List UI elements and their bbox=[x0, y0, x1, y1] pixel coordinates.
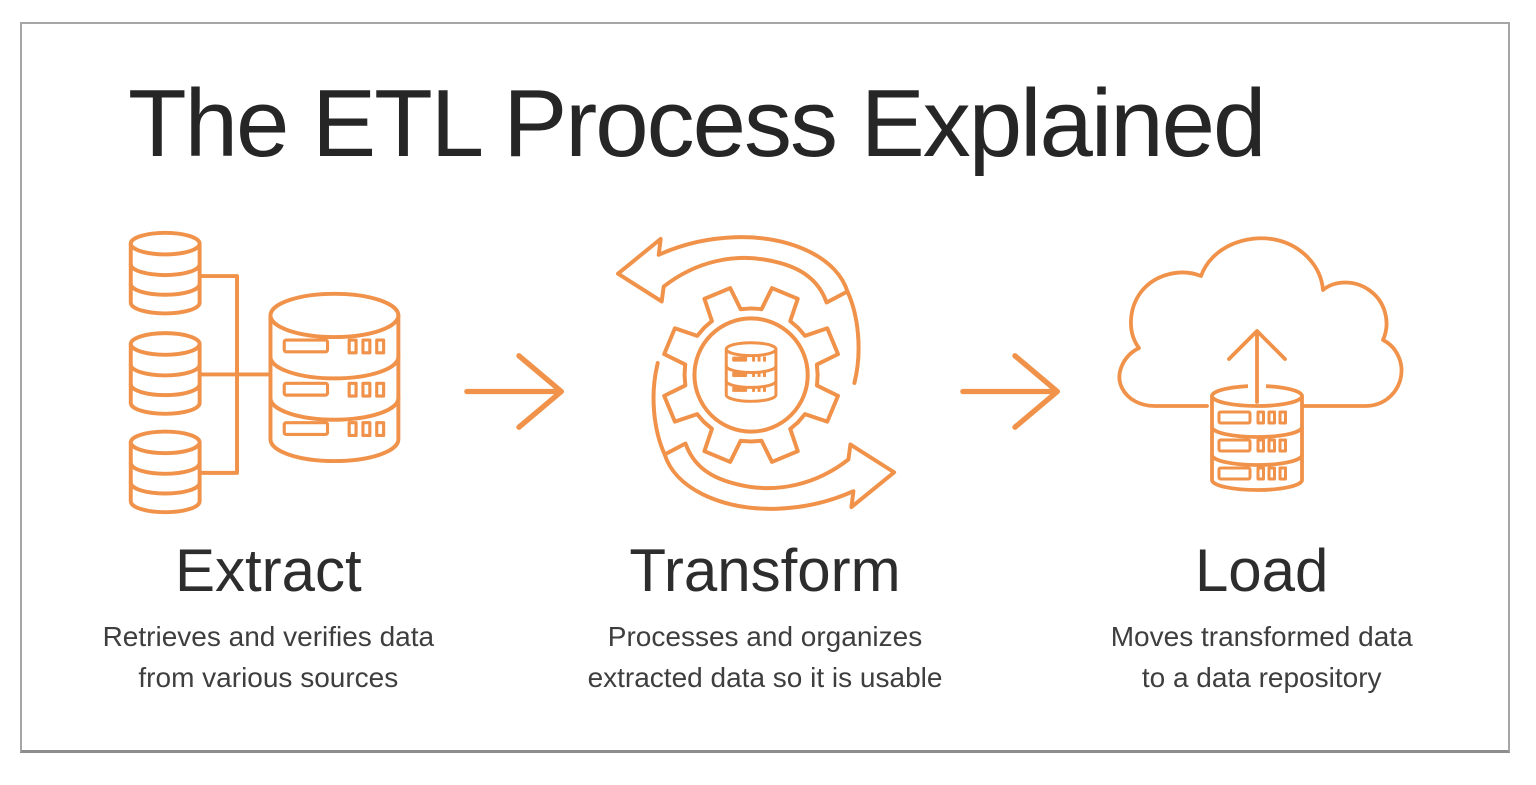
stage-load-title: Load bbox=[1194, 537, 1329, 604]
stage-transform-description: Processes and organizes extracted data s… bbox=[587, 621, 943, 693]
stage-transform: Transform Processes and organizes extrac… bbox=[571, 220, 960, 698]
right-arrow-icon bbox=[960, 353, 1061, 430]
right-arrow-icon bbox=[463, 353, 564, 430]
stages-row: Extract Retrieves and verifies data from… bbox=[22, 220, 1508, 698]
gear-sync-arrows-icon bbox=[616, 234, 897, 511]
stage-extract-title: Extract bbox=[174, 537, 362, 604]
diagram-frame: The ETL Process Explained bbox=[20, 22, 1510, 753]
cloud-upload-database-icon bbox=[1117, 235, 1403, 492]
stage-extract-description: Retrieves and verifies data from various… bbox=[102, 621, 435, 693]
stage-transform-title: Transform bbox=[629, 537, 901, 604]
page-title: The ETL Process Explained bbox=[128, 70, 1266, 177]
source-databases-to-server-icon bbox=[128, 230, 401, 515]
flow-arrow-2 bbox=[959, 348, 1067, 435]
flow-arrow-1 bbox=[463, 348, 571, 435]
stage-load: Load Moves transformed data to a data re… bbox=[1067, 220, 1456, 698]
stage-load-description: Moves transformed data to a data reposit… bbox=[1110, 621, 1413, 693]
stage-extract: Extract Retrieves and verifies data from… bbox=[74, 220, 463, 698]
